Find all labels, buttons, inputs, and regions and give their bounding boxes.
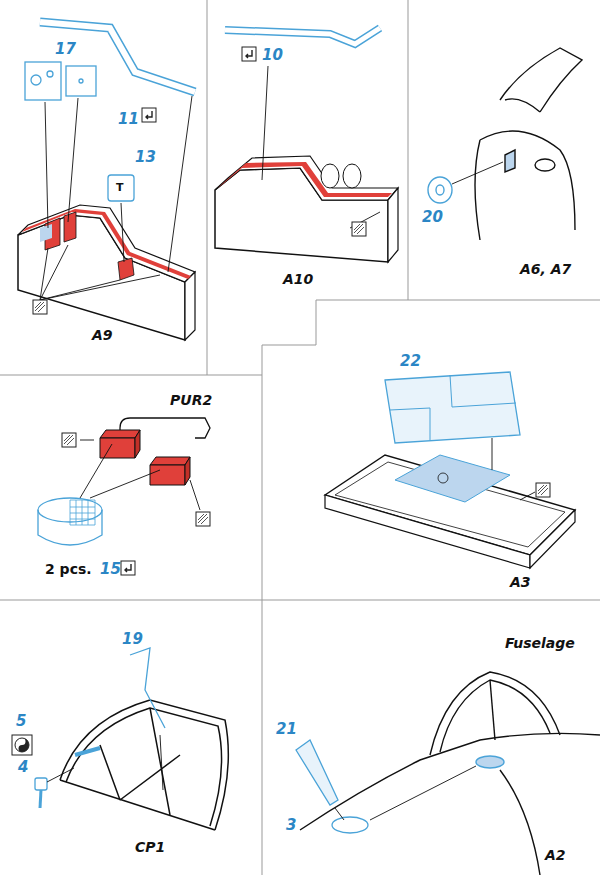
callout-number: 20 [422, 210, 443, 225]
pe-part-22 [385, 372, 535, 500]
pe-part-13 [108, 175, 134, 201]
part-cp1 [60, 648, 228, 830]
callout-number: 21 [276, 722, 297, 737]
leader-line [40, 96, 192, 300]
callout-number: 10 [262, 48, 283, 63]
part-name: CP1 [135, 840, 165, 854]
callout-number: 15 [100, 562, 121, 577]
paint-symbol [15, 738, 29, 752]
part-name: A10 [283, 272, 313, 286]
quantity-note: 2 pcs. [45, 562, 92, 576]
symbol-box [12, 735, 32, 755]
part-name: A3 [510, 575, 531, 589]
callout-number: 13 [135, 150, 156, 165]
part-name: A2 [545, 848, 566, 862]
callout-number: 17 [55, 42, 76, 57]
part-marking: T [116, 182, 124, 193]
part-a9 [18, 205, 195, 340]
part-name: PUR2 [170, 393, 212, 407]
paint-symbol [19, 738, 29, 752]
section-title: Fuselage [505, 636, 575, 650]
pe-part-10 [225, 28, 380, 44]
part-pur2 [80, 418, 210, 510]
part-a10 [215, 66, 398, 262]
callout-number: 11 [118, 112, 139, 127]
part-a6-a7 [428, 48, 582, 240]
pe-part-4 [35, 768, 74, 808]
part-name: A6, A7 [520, 262, 571, 276]
part-fuselage-a2 [300, 672, 600, 875]
part-a3 [325, 455, 575, 568]
part-name: A9 [92, 328, 113, 342]
callout-number: 22 [400, 354, 421, 369]
pe-part-21-3 [296, 740, 476, 833]
callout-number: 5 [16, 714, 26, 729]
pe-part-17 [25, 62, 96, 100]
callout-number: 4 [18, 760, 28, 775]
pe-part-15 [38, 444, 160, 545]
pe-part-11 [40, 22, 195, 92]
callout-number: 19 [122, 632, 143, 647]
callout-number: 3 [286, 818, 296, 833]
